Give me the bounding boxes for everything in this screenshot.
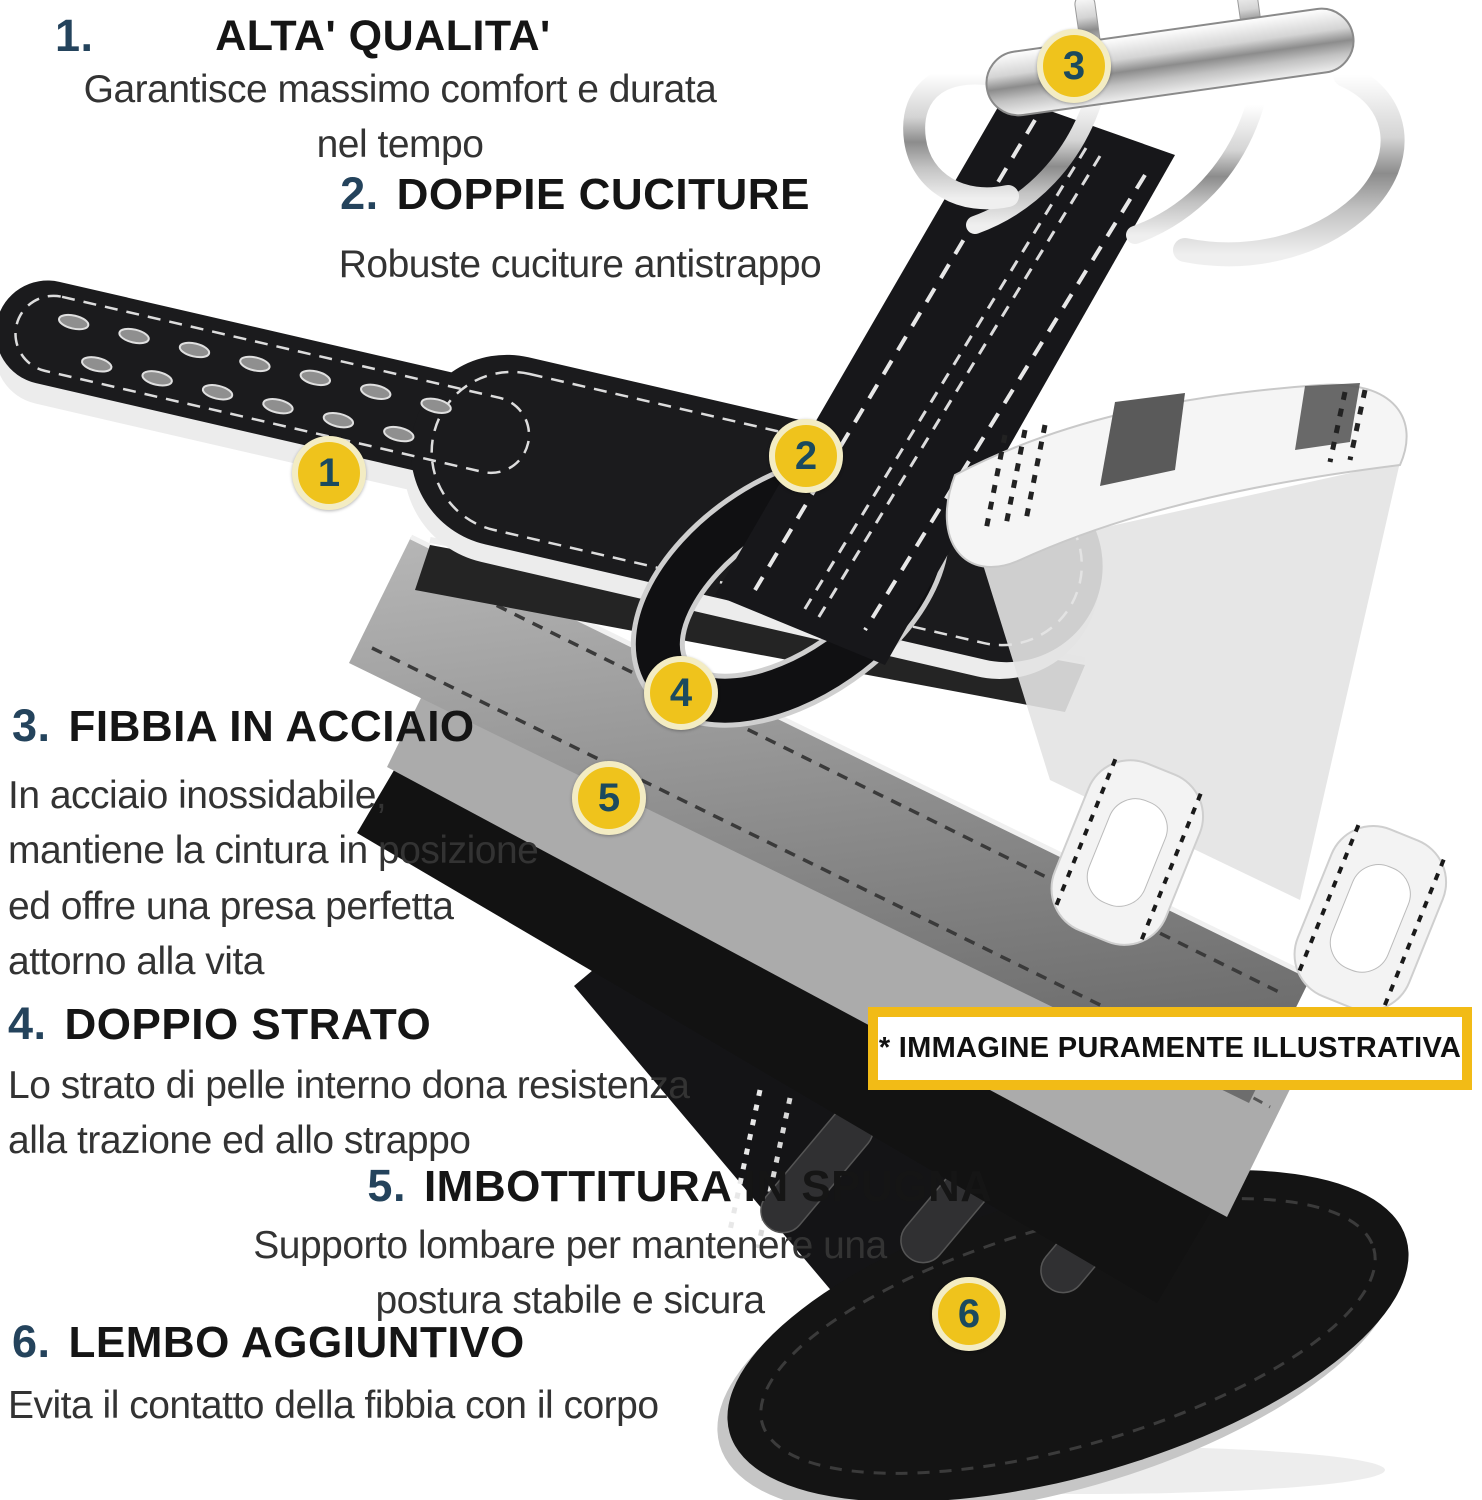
section-5-heading: 5. IMBOTTITURA IN SPUGNA <box>180 1160 1180 1212</box>
section-1-title: ALTA' QUALITA' <box>215 12 551 60</box>
section-3-title: FIBBIA IN ACCIAIO <box>68 702 475 751</box>
callout-badge-5: 5 <box>572 761 646 835</box>
section-1-body: Garantisce massimo comfort e durata nel … <box>83 68 717 167</box>
section-5-title: IMBOTTITURA IN SPUGNA <box>423 1162 993 1211</box>
callout-badge-6: 6 <box>932 1277 1006 1351</box>
section-2-title: DOPPIE CUCITURE <box>396 170 810 219</box>
section-1-number: 1. <box>55 10 94 61</box>
section-6-number: 6. <box>12 1316 51 1367</box>
section-6-title: LEMBO AGGIUNTIVO <box>68 1318 525 1367</box>
disclaimer-note-box: * IMMAGINE PURAMENTE ILLUSTRATIVA <box>868 1007 1472 1090</box>
section-6-heading: 6. LEMBO AGGIUNTIVO <box>12 1316 525 1368</box>
belt-holes <box>57 313 452 443</box>
callout-badge-3: 3 <box>1037 29 1111 103</box>
callout-badge-2: 2 <box>769 419 843 493</box>
callout-badge-1: 1 <box>292 436 366 510</box>
section-5-body: Supporto lombare per mantenere una postu… <box>253 1224 887 1323</box>
callout-badge-4: 4 <box>644 656 718 730</box>
section-2-heading: 2. DOPPIE CUCITURE <box>295 168 855 220</box>
steel-buckle <box>903 0 1405 267</box>
section-3-body: In acciaio inossidabile, mantiene la cin… <box>8 774 539 984</box>
section-5-number: 5. <box>367 1160 406 1211</box>
section-4-number: 4. <box>8 998 47 1049</box>
section-3-number: 3. <box>12 700 51 751</box>
section-4-body: Lo strato di pelle interno dona resisten… <box>8 1064 690 1163</box>
disclaimer-note-text: * IMMAGINE PURAMENTE ILLUSTRATIVA <box>878 1032 1462 1064</box>
section-4-title: DOPPIO STRATO <box>64 1000 432 1049</box>
section-4-heading: 4. DOPPIO STRATO <box>8 998 431 1050</box>
section-3-heading: 3. FIBBIA IN ACCIAIO <box>12 700 475 752</box>
section-2-body: Robuste cuciture antistrappo <box>338 243 822 286</box>
elastic-loops <box>1050 758 1448 1013</box>
section-2-number: 2. <box>340 168 379 219</box>
white-elastic-layer <box>945 383 1448 1013</box>
section-6-body: Evita il contatto della fibbia con il co… <box>8 1384 659 1427</box>
